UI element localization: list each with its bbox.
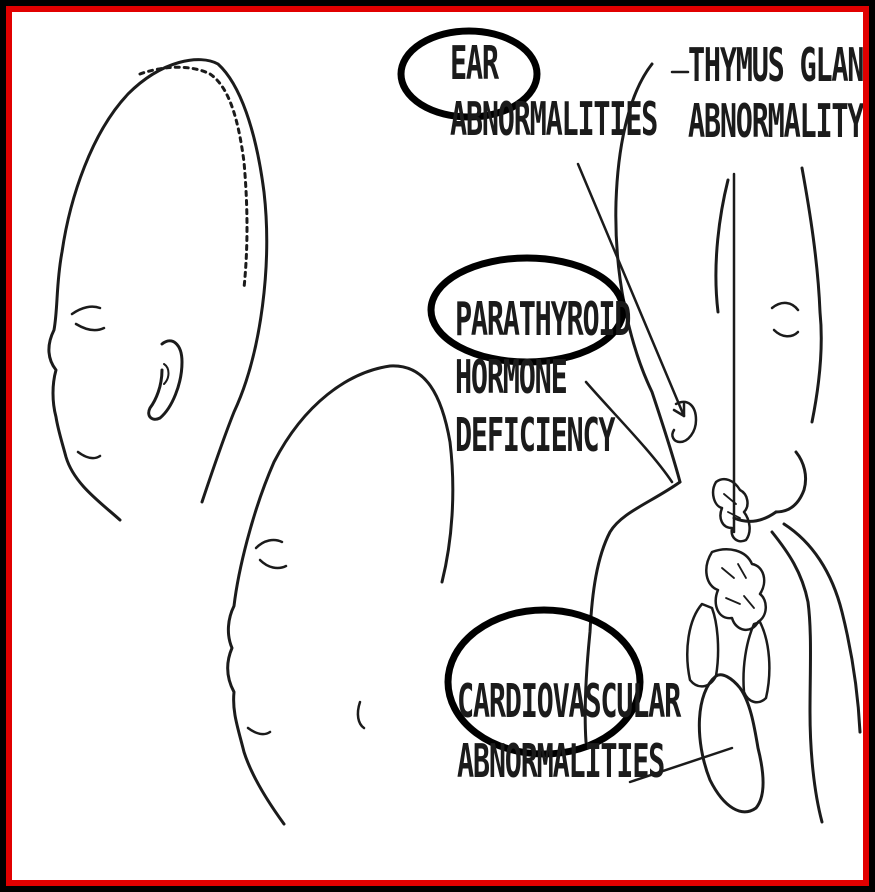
parathyroid-label-line-1: PARATHYROID bbox=[455, 296, 630, 342]
parathyroid-label-line-2: HORMONE bbox=[455, 354, 630, 400]
lung-icon bbox=[687, 604, 718, 686]
heart-icon bbox=[699, 675, 763, 812]
lung-icon bbox=[743, 622, 769, 702]
parathyroid-hormone-deficiency-label: PARATHYROID HORMONE DEFICIENCY bbox=[455, 296, 630, 458]
parathyroid-label-line-3: DEFICIENCY bbox=[455, 412, 630, 458]
thymus-label-line-1: THYMUS GLAND bbox=[688, 42, 869, 88]
diagram-frame: EAR ABNORMALITIES THYMUS GLAND ABNORMALI… bbox=[6, 6, 869, 886]
ear-abnormalities-label: EAR ABNORMALITIES bbox=[450, 40, 657, 142]
thymus-gland-icon bbox=[713, 479, 750, 541]
cardio-label-line-1: CARDIOVASCULAR bbox=[457, 678, 680, 724]
cardiovascular-abnormalities-label: CARDIOVASCULAR ABNORMALITIES bbox=[457, 678, 680, 784]
infant-head-middle bbox=[228, 366, 453, 824]
ear-label-line-2: ABNORMALITIES bbox=[450, 96, 657, 142]
ear-label-line-1: EAR bbox=[450, 40, 657, 86]
ear-icon bbox=[149, 341, 182, 419]
cardio-label-line-2: ABNORMALITIES bbox=[457, 738, 680, 784]
thymus-gland-abnormality-label: THYMUS GLAND ABNORMALITY bbox=[688, 42, 869, 144]
thymus-label-line-2: ABNORMALITY bbox=[688, 98, 869, 144]
infant-head-left bbox=[49, 60, 267, 520]
